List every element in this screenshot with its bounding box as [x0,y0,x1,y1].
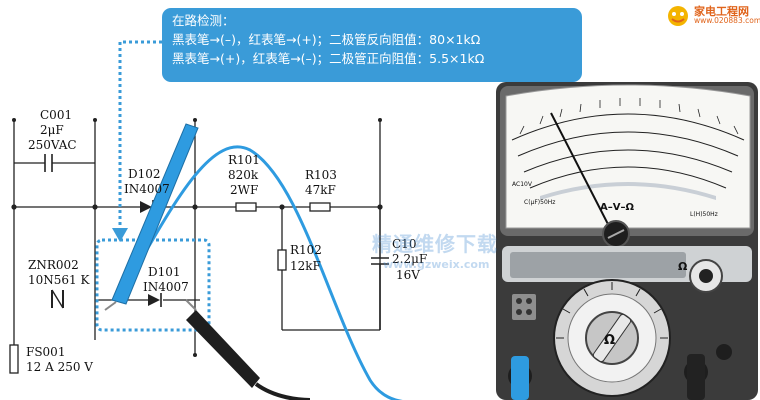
label-r101-value: 820k [228,168,259,182]
label-r102-ref: R102 [290,243,322,257]
measurement-callout: 在路检测： 黑表笔→(–)，红表笔→(+)；二极管反向阻值：80×1kΩ 黑表笔… [162,8,582,82]
callout-line-forward: 黑表笔→(+)，红表笔→(–)；二极管正向阻值：5.5×1kΩ [172,51,485,66]
circuit-nodes [11,118,383,357]
meter-scale-right-bottom: L(H)50Hz [690,211,718,218]
callout-leader [118,40,162,232]
resistor-r103-symbol [309,202,331,212]
multimeter [496,82,758,400]
capacitor-c10-symbol [371,257,389,330]
label-d102-ref: D102 [128,167,161,181]
resistor-r101-symbol [235,202,257,212]
meter-scale-center: A–V–Ω [600,202,634,213]
label-r103-value: 47kF [305,183,336,197]
meter-needle [550,112,613,233]
varistor-znr002-symbol [51,289,64,309]
label-c10-rating: 16V [396,268,420,282]
meter-dial-center: Ω [604,333,615,348]
label-znr002-part: 10N561 K [28,273,90,287]
probe-cable-black [254,382,311,400]
site-logo: 家电工程网 www.020883.com [664,3,760,29]
label-r101-rating: 2WF [230,183,258,197]
capacitor-c001-symbol [44,154,53,172]
label-fs001-rating: 12 A 250 V [26,360,93,374]
diode-d101-symbol [148,293,162,307]
logo-icon [668,6,688,26]
meter-scale-left-bottom: C(μF)50Hz [524,199,555,206]
callout-arrow-icon [112,228,128,242]
logo-url: www.020883.com [694,16,760,25]
label-r103-ref: R103 [305,168,337,182]
label-r101-ref: R101 [228,153,260,167]
callout-line-reverse: 黑表笔→(–)，红表笔→(+)；二极管反向阻值：80×1kΩ [172,32,481,47]
meter-scale-ticks [519,98,739,135]
logo-title: 家电工程网 [694,5,749,18]
label-d101-part: IN4007 [143,280,189,294]
label-d102-part: IN4007 [124,182,170,196]
watermark-url: www.gzweix.com [383,258,490,271]
callout-title: 在路检测： [172,13,235,28]
black-probe-tip [186,310,260,388]
label-d101-ref: D101 [148,265,181,279]
label-c001-rating: 250VAC [28,138,77,152]
label-fs001-ref: FS001 [26,345,65,359]
meter-scale-left-small: AC10V [512,181,533,188]
resistor-r102-symbol [277,249,287,271]
meter-knob-side: Ω [678,260,688,273]
label-znr002-ref: ZNR002 [28,258,79,272]
watermark-text: 精通维修下载 [372,232,498,256]
black-probe-plug [687,354,705,400]
label-c001-ref: C001 [40,108,72,122]
fuse-fs001-symbol [9,344,19,374]
label-c10-ref: C10 [392,237,416,251]
red-probe-tip [111,123,199,305]
label-c001-value: 2μF [40,123,64,137]
probe-cable-blue [116,145,404,400]
component-labels: C0012μF250VACD102IN4007D101IN4007R101820… [26,108,427,374]
label-c10-value: 2.2μF [392,252,427,266]
red-probe-plug [511,356,529,400]
circuit-wires [13,120,381,360]
label-r102-value: 12kF [290,259,321,273]
